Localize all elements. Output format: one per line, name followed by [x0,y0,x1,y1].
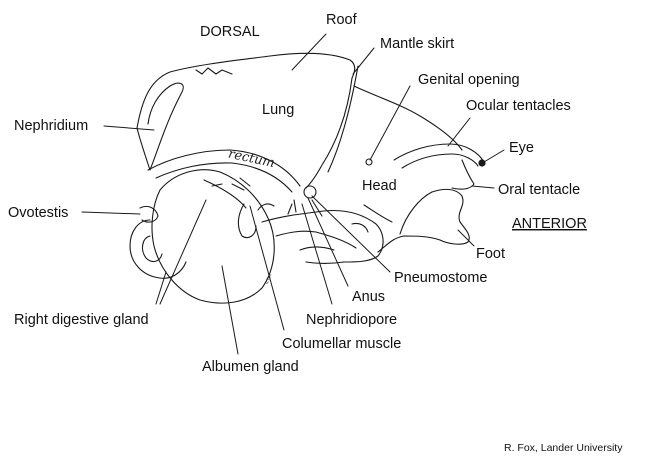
genital-opening-leader [369,85,411,161]
labels: DORSAL Roof Mantle skirt Genital opening… [8,12,623,454]
pneumostome-leader [311,195,391,273]
credit-line: R. Fox, Lander University [504,442,623,454]
roof-leader [291,33,327,71]
ovotestis-leader [81,211,141,215]
label-lung: Lung [262,102,294,118]
pneumostome-ring [303,185,317,199]
ocular-tentacles-leader [447,117,471,147]
albumen-gland-outline [151,169,275,304]
label-head: Head [362,178,397,194]
label-genital-opening: Genital opening [418,72,520,88]
label-dorsal: DORSAL [200,24,260,40]
mantle-skirt-leader [352,47,375,75]
rectum-tube [147,149,301,187]
label-columellar-muscle: Columellar muscle [282,336,401,352]
snail-body-outline [129,52,486,304]
eye-spot [478,159,486,167]
columellar-muscle-outline [237,203,257,239]
label-albumen-gland: Albumen gland [202,359,299,375]
label-anterior: ANTERIOR [512,216,587,232]
label-nephridiopore: Nephridiopore [306,312,397,328]
label-anus: Anus [352,289,385,305]
artist-initials: R.Fox [264,272,273,284]
oral-tentacle-outline [451,159,475,190]
roof-edge [195,67,233,75]
genital-opening-mark [365,158,373,166]
mantle-skirt [305,77,353,189]
nephridiopore-leader [301,203,333,305]
foot-leader [457,229,475,247]
label-oral-tentacle: Oral tentacle [498,182,580,198]
label-pneumostome: Pneumostome [394,270,488,286]
oral-tentacle-leader [471,185,495,189]
right-digestive-gland-leader-a [155,271,167,305]
eye-leader [483,149,505,163]
label-ocular-tentacles: Ocular tentacles [466,98,571,114]
label-eye: Eye [509,140,534,156]
label-nephridium: Nephridium [14,118,88,134]
leader-lines [81,33,505,355]
ovotestis-outline [139,205,159,223]
label-mantle-skirt: Mantle skirt [380,36,454,52]
label-roof: Roof [326,12,358,28]
anus-leader [307,197,349,287]
label-ovotestis: Ovotestis [8,205,68,221]
label-foot: Foot [476,246,505,262]
nephridium-outline [136,82,184,171]
mantle-roof-outline [136,52,356,129]
digestive-gland-coil [129,219,187,279]
columellar-muscle-leader [249,205,285,331]
right-digestive-gland-leader-b [159,199,207,305]
nephridium-leader [103,125,155,131]
label-right-digestive-gland: Right digestive gland [14,312,149,328]
head-dorsal-outline [353,85,463,151]
foot-outline [377,188,470,253]
albumen-gland-leader [221,265,239,355]
